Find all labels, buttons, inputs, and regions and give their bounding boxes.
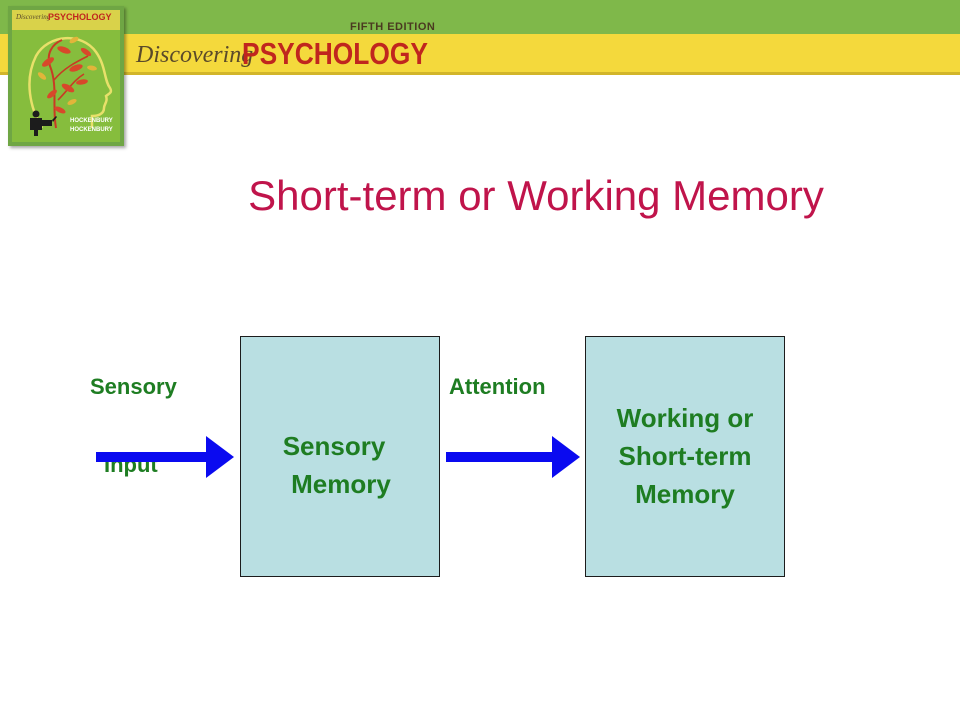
brand-logo: Discovering PSYCHOLOGY xyxy=(135,36,428,71)
working-memory-line-2: Short-term xyxy=(618,440,752,471)
attention-label: Attention xyxy=(449,374,546,399)
header-green-band xyxy=(0,0,960,34)
attention-arrow xyxy=(446,436,580,478)
sensory-memory-label: Sensory Memory xyxy=(277,427,391,503)
working-memory-line-3: Memory xyxy=(635,478,735,509)
cover-brand-main: PSYCHOLOGY xyxy=(48,12,112,22)
sensory-memory-line-2: Memory xyxy=(291,468,391,499)
input-arrow xyxy=(96,436,234,478)
header-yellow-band xyxy=(0,34,960,72)
header-band-shadow xyxy=(0,72,960,75)
sensory-memory-line-1: Sensory xyxy=(282,430,386,461)
book-cover-image: Discovering PSYCHOLOGY xyxy=(8,6,124,146)
cover-author-1: HOCKENBURY xyxy=(70,118,113,124)
sensory-memory-box: Sensory Memory xyxy=(240,336,440,577)
slide-title: Short-term or Working Memory xyxy=(248,172,824,219)
sensory-input-label-line-1: Sensory xyxy=(90,374,177,399)
working-memory-label: Working or Short-term Memory xyxy=(617,399,754,513)
working-memory-line-1: Working or xyxy=(616,402,754,433)
brand-main: PSYCHOLOGY xyxy=(242,36,428,71)
header-banner: FIFTH EDITION Discovering PSYCHOLOGY xyxy=(0,0,960,86)
brand-prefix: Discovering xyxy=(135,42,253,68)
edition-label: FIFTH EDITION xyxy=(350,21,436,33)
working-memory-box: Working or Short-term Memory xyxy=(585,336,785,577)
cover-author-2: HOCKENBURY xyxy=(70,127,113,133)
cover-brand-prefix: Discovering xyxy=(15,13,51,21)
